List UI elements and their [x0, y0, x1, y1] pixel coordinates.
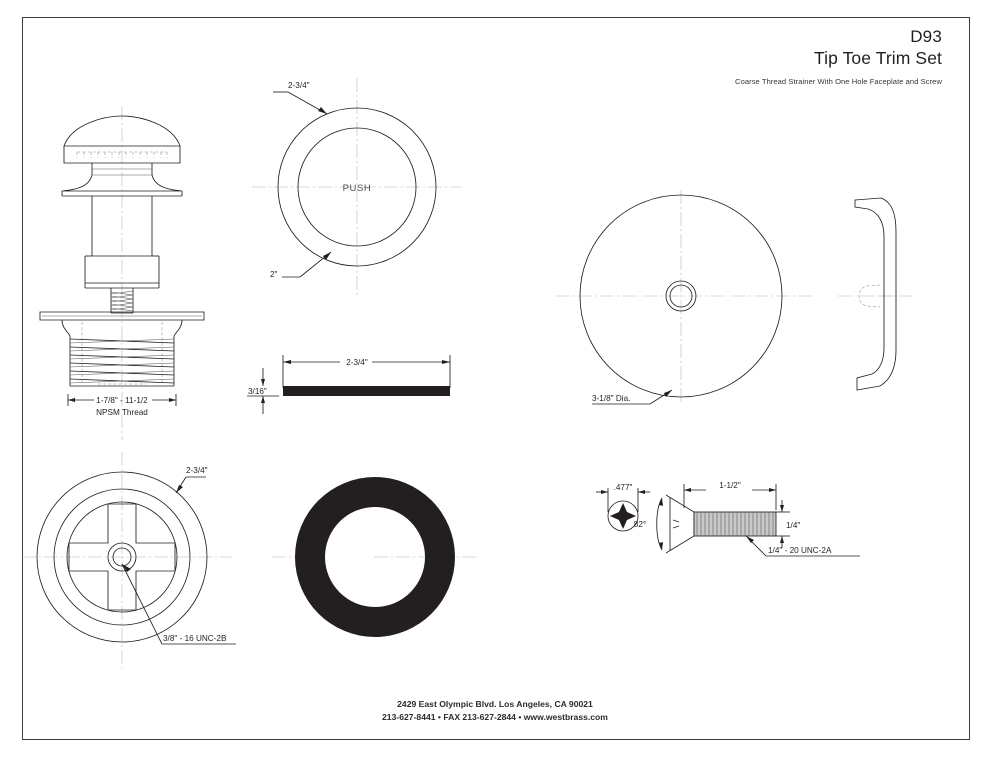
company-contact: 213-627-8441 • FAX 213-627-2844 • www.we… [382, 711, 608, 722]
page-title: Tip Toe Trim Set [813, 48, 942, 68]
sheet-border [22, 17, 970, 740]
model-code: D93 [910, 27, 942, 46]
title-block: D93 Tip Toe Trim Set Coarse Thread Strai… [512, 26, 942, 88]
page-subtitle: Coarse Thread Strainer With One Hole Fac… [735, 77, 942, 86]
footer-block: 2429 East Olympic Blvd. Los Angeles, CA … [0, 698, 990, 723]
company-address: 2429 East Olympic Blvd. Los Angeles, CA … [397, 699, 593, 709]
